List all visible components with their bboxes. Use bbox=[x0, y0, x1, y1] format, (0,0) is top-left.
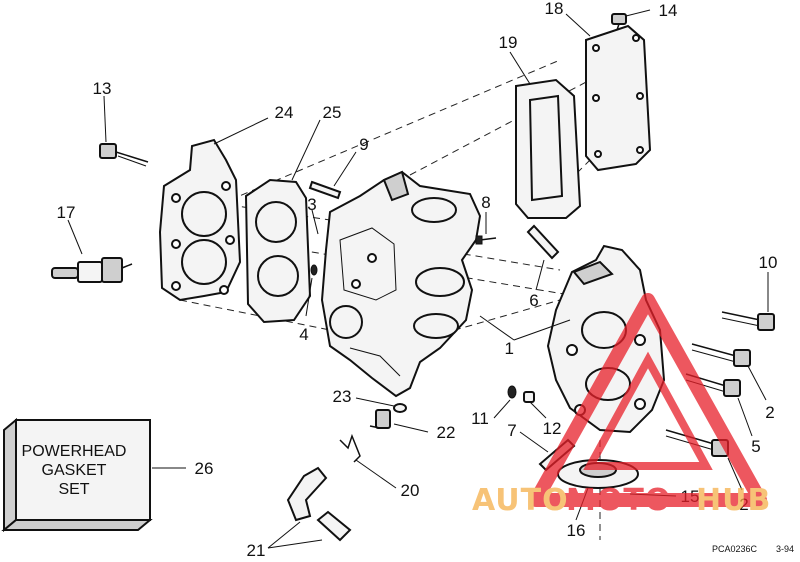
spark-plug bbox=[51, 257, 133, 283]
head-gasket bbox=[244, 178, 312, 324]
bolt-10 bbox=[721, 311, 775, 331]
callout-23: 23 bbox=[333, 387, 352, 406]
cover-plate bbox=[585, 24, 652, 172]
callout-1: 1 bbox=[505, 339, 514, 358]
callout-11: 11 bbox=[471, 409, 489, 428]
watermark-text-auto: AUTO bbox=[472, 483, 569, 518]
callout-19: 19 bbox=[499, 33, 518, 52]
callout-7: 7 bbox=[507, 421, 516, 440]
gasket-set-box: POWERHEAD GASKET SET bbox=[1, 417, 153, 533]
callout-5: 5 bbox=[751, 437, 760, 456]
callout-16: 16 bbox=[567, 521, 586, 540]
small-part-12 bbox=[523, 391, 535, 403]
watermark-text-hub: HUB bbox=[696, 483, 771, 518]
callout-3: 3 bbox=[307, 195, 316, 214]
leader-lines bbox=[67, 9, 769, 549]
callout-26: 26 bbox=[195, 459, 214, 478]
fitting-22 bbox=[369, 409, 391, 429]
callout-9: 9 bbox=[359, 135, 368, 154]
callout-12: 12 bbox=[543, 419, 562, 438]
callout-22: 22 bbox=[437, 423, 456, 442]
callout-4: 4 bbox=[299, 325, 308, 344]
callout-13: 13 bbox=[93, 79, 112, 98]
watermark-text-moto: MOTO bbox=[566, 483, 671, 518]
gasket-box-line-1: POWERHEAD bbox=[22, 443, 127, 460]
callout-17: 17 bbox=[57, 203, 76, 222]
small-part-4 bbox=[310, 264, 318, 276]
callout-10: 10 bbox=[759, 253, 778, 272]
crankcase-half bbox=[546, 244, 666, 434]
cylinder-block bbox=[320, 170, 482, 398]
figure-date: 3-94 bbox=[776, 544, 794, 554]
callout-6: 6 bbox=[529, 291, 538, 310]
gasket-box-line-2: GASKET bbox=[42, 462, 107, 479]
hose-21 bbox=[286, 466, 352, 542]
callout-21: 21 bbox=[247, 541, 266, 560]
callout-2-upper: 2 bbox=[765, 403, 774, 422]
bolt-13 bbox=[99, 143, 149, 167]
watermark-triangle bbox=[529, 293, 767, 507]
figure-code: PCA0236C bbox=[712, 544, 758, 554]
callout-20: 20 bbox=[401, 481, 420, 500]
callout-18: 18 bbox=[545, 0, 564, 18]
cylinder-head bbox=[158, 138, 242, 302]
small-part-11 bbox=[507, 385, 517, 399]
callout-8: 8 bbox=[481, 193, 490, 212]
callout-14: 14 bbox=[659, 1, 678, 20]
bolt-2-upper bbox=[691, 343, 751, 367]
dowel-pin-9 bbox=[308, 180, 342, 200]
callout-25: 25 bbox=[323, 103, 342, 122]
pin-8 bbox=[475, 235, 497, 245]
clip-20 bbox=[339, 433, 361, 463]
callout-24: 24 bbox=[275, 103, 294, 122]
cover-gasket bbox=[515, 78, 582, 219]
washer-23 bbox=[393, 403, 407, 413]
cover-screw bbox=[611, 13, 627, 31]
watermark: AUTO MOTO HUB bbox=[472, 293, 771, 518]
gasket-box-line-3: SET bbox=[58, 481, 89, 498]
dowel-pin-6 bbox=[526, 224, 560, 260]
